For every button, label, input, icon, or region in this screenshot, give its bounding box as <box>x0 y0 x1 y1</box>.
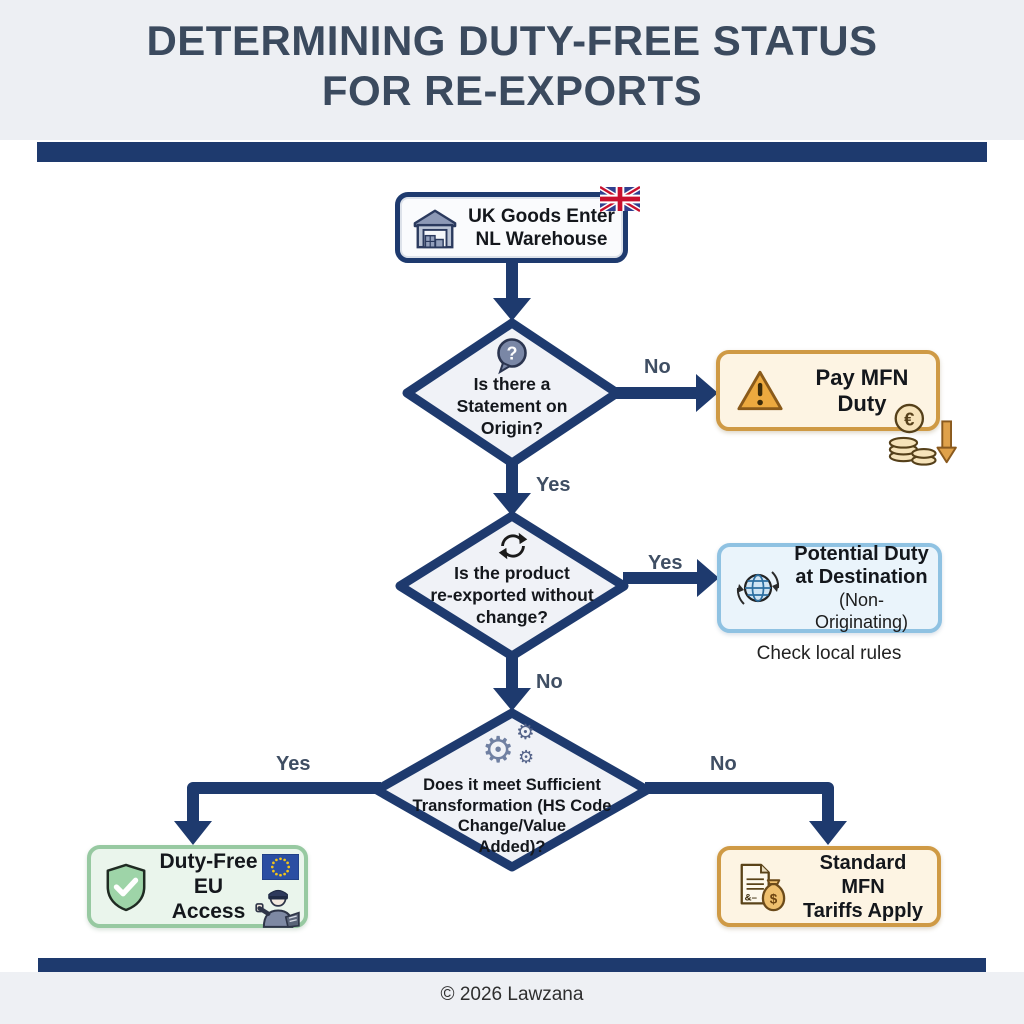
page-title-line2: FOR RE-EXPORTS <box>321 67 703 114</box>
branch-label-d1-no: No <box>644 356 671 378</box>
start-label-line2: NL Warehouse <box>475 228 608 250</box>
outcome-potential-duty: Potential Duty at Destination (Non-Origi… <box>717 543 942 633</box>
svg-text:?: ? <box>507 344 518 364</box>
branch-label-d2-yes: Yes <box>648 552 683 574</box>
standard-mfn-line1: Standard MFN <box>819 851 907 898</box>
arrowhead-d1-to-pay <box>696 374 718 412</box>
potential-duty-line3: (Non-Originating) <box>814 590 909 632</box>
top-divider-bar <box>37 142 987 162</box>
gears-icon: ⚙ ⚙ ⚙ <box>482 721 535 770</box>
decision2-diamond <box>395 511 629 661</box>
check-local-rules-note: Check local rules <box>756 643 902 664</box>
arrowhead-d1-to-d2 <box>493 493 531 516</box>
warehouse-icon <box>413 209 457 248</box>
standard-mfn-label: Standard MFN Tariffs Apply <box>799 851 927 923</box>
decision2-question: Is the product re-exported without chang… <box>402 562 622 628</box>
svg-text:€: € <box>904 408 914 429</box>
document-moneybag-icon: &– $ <box>740 863 786 911</box>
refresh-arrows-icon <box>498 532 528 560</box>
page-title-line1: DETERMINING DUTY-FREE STATUS <box>146 17 878 64</box>
decision1-line1: Is there a <box>473 374 551 394</box>
decision3-diamond <box>372 708 652 872</box>
svg-text:$: $ <box>770 891 778 906</box>
duty-free-line1: Duty-Free <box>159 850 258 873</box>
question-bubble-icon: ? <box>497 338 527 375</box>
bottom-divider-bar <box>38 958 986 972</box>
decision3-line4: Added)? <box>478 837 546 856</box>
standard-mfn-line2: Tariffs Apply <box>802 899 923 922</box>
copyright-text: © 2026 Lawzana <box>440 984 584 1005</box>
euro-coins-down-arrow-icon: € <box>888 403 957 466</box>
arrowhead-d3-to-standard <box>809 821 847 845</box>
start-node-label: UK Goods Enter NL Warehouse <box>468 205 615 251</box>
decision3-line1: Does it meet Sufficient <box>423 776 601 794</box>
page-title: DETERMINING DUTY-FREE STATUS FOR RE-EXPO… <box>0 16 1024 116</box>
start-node-uk-goods: UK Goods Enter NL Warehouse <box>395 192 628 263</box>
decision2-line1: Is the product <box>454 563 570 583</box>
pay-mfn-duty-label: Pay MFN Duty <box>815 364 909 416</box>
arrowhead-d2-to-d3 <box>493 688 531 711</box>
eu-flag <box>262 854 299 880</box>
decision2-line2: re-exported without <box>430 585 594 605</box>
decision1-question: Is there a Statement on Origin? <box>422 373 602 439</box>
shield-check-icon <box>106 863 146 911</box>
outcome-standard-mfn-tariffs: &– $ Standard MFN Tariffs Apply <box>717 846 941 927</box>
uk-flag <box>600 186 640 212</box>
footer-band: © 2026 Lawzana <box>0 972 1024 1024</box>
globe-refresh-icon <box>736 571 780 605</box>
warning-triangle-icon <box>737 370 783 411</box>
header-band: DETERMINING DUTY-FREE STATUS FOR RE-EXPO… <box>0 0 1024 140</box>
decision3-question: Does it meet Sufficient Transformation (… <box>392 775 632 857</box>
arrowhead-d2-to-potential <box>697 559 719 597</box>
potential-duty-label: Potential Duty at Destination (Non-Origi… <box>793 543 930 633</box>
decision3-line3: Change/Value <box>457 817 567 835</box>
branch-label-d3-no: No <box>710 753 737 775</box>
duty-free-line2: EU Access <box>171 875 246 923</box>
potential-duty-line1: Potential Duty <box>794 543 929 565</box>
decision3-line2: Transformation (HS Code <box>412 796 612 815</box>
decision1-line3: Origin? <box>480 418 544 438</box>
start-label-line1: UK Goods Enter <box>468 205 615 227</box>
decision1-diamond <box>402 318 622 468</box>
potential-duty-line2: at Destination <box>795 566 928 588</box>
decision1-line2: Statement on <box>456 396 568 416</box>
branch-label-d3-yes: Yes <box>276 753 311 775</box>
decision2-line3: change? <box>476 607 548 627</box>
svg-text:&–: &– <box>745 892 758 903</box>
arrowhead-start-to-d1 <box>493 298 531 321</box>
branch-label-d1-yes: Yes <box>536 474 571 496</box>
arrowhead-d3-to-green <box>174 821 212 845</box>
duty-free-label: Duty-Free EU Access <box>159 849 258 924</box>
customs-officer-icon <box>255 889 300 928</box>
branch-label-d2-no: No <box>536 671 563 693</box>
